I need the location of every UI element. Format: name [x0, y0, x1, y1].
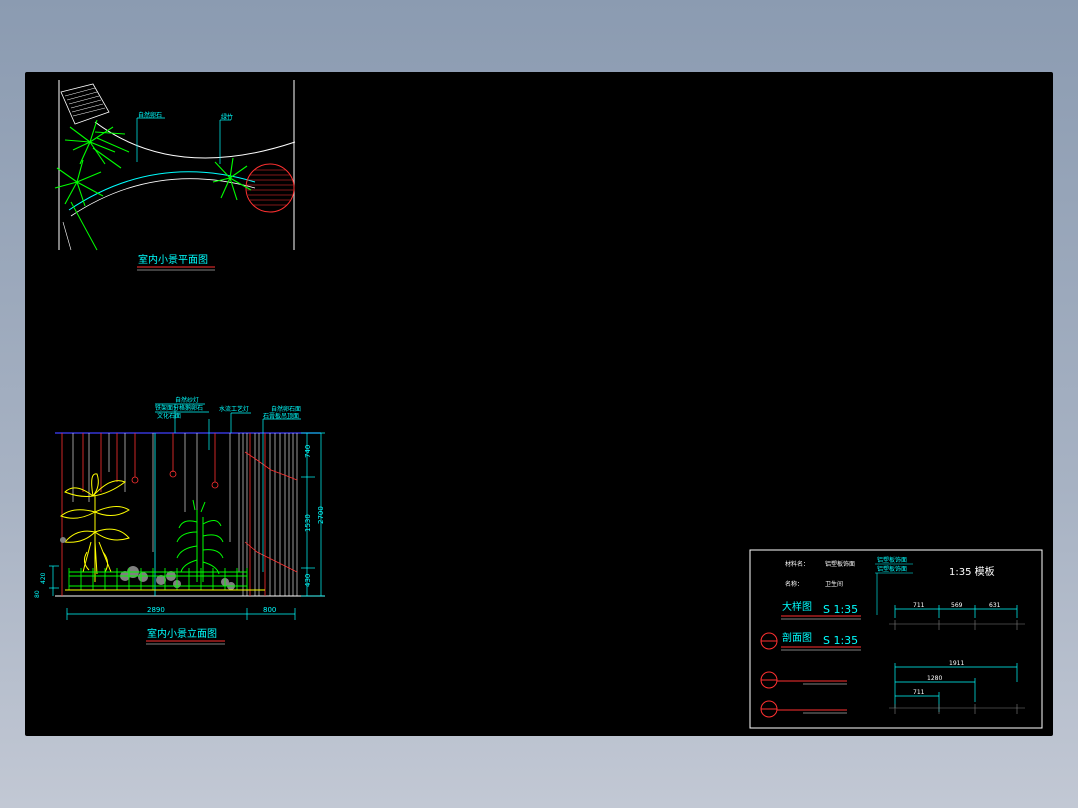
dim-740: 740: [304, 445, 312, 458]
template-block: 材料名： 铝塑板饰面 名称： 卫生间 铝塑板饰面 铝塑板饰面 1:35 模板 大…: [749, 549, 1043, 729]
plan-callout-1: 自然卵石: [138, 111, 162, 119]
elev-callout-1: 自然纱灯: [175, 396, 199, 404]
cad-drawing-canvas[interactable]: 自然卵石 绿竹 室内小景平面图: [25, 72, 1053, 736]
plan-title: 室内小景平面图: [138, 253, 208, 266]
dim-430: 430: [304, 574, 312, 587]
row-2-value: 卫生间: [825, 580, 843, 588]
plan-plant-1: [64, 119, 130, 169]
section-label: 剖面图: [782, 631, 812, 644]
elev-callout-6: 石膏板吊顶面: [263, 412, 299, 420]
scale-title: 1:35 模板: [949, 565, 995, 578]
cad-drawing: 自然卵石 绿竹 室内小景平面图: [34, 80, 1043, 729]
dim-1911: 1911: [949, 660, 964, 667]
dim-1280: 1280: [927, 675, 942, 682]
dim-711-low: 711: [913, 689, 925, 696]
plan-view: 自然卵石 绿竹 室内小景平面图: [54, 80, 296, 271]
note-1: 铝塑板饰面: [877, 556, 907, 564]
detail-scale: S 1:35: [823, 603, 858, 616]
elevation-plant-green: [176, 499, 224, 582]
plan-plant-2: [54, 159, 104, 207]
dim-2890: 2890: [147, 606, 165, 614]
section-scale: S 1:35: [823, 634, 858, 647]
dim-569: 569: [951, 602, 963, 609]
dim-800: 800: [263, 606, 276, 614]
elev-callout-5: 自然卵石面: [271, 405, 301, 413]
hatched-slab: [60, 83, 110, 125]
plan-callout-2: 绿竹: [221, 113, 233, 121]
dim-711-top: 711: [913, 602, 925, 609]
dim-631: 631: [989, 602, 1001, 609]
row-2-label: 名称：: [785, 580, 803, 588]
elevation-view: 自然纱灯 铁架面分格鹅卵石 文化石面 水流工艺灯 自然卵石面 石膏板吊顶面 74…: [34, 396, 325, 645]
row-1-value: 铝塑板饰面: [825, 560, 855, 568]
elev-callout-3: 文化石面: [157, 412, 181, 420]
row-1-label: 材料名：: [785, 560, 809, 568]
note-2: 铝塑板饰面: [877, 565, 907, 573]
elevation-title: 室内小景立面图: [147, 627, 217, 640]
elev-callout-2: 铁架面分格鹅卵石: [155, 404, 203, 412]
dim-1530: 1530: [304, 514, 312, 532]
elevation-plant-yellow: [60, 473, 130, 582]
dim-2700: 2700: [317, 506, 325, 524]
dim-420: 420: [40, 572, 47, 584]
elev-callout-4: 水流工艺灯: [219, 405, 249, 413]
hanging-lamps: [131, 433, 219, 489]
plan-plant-3: [212, 157, 252, 201]
planter-fence: [68, 568, 248, 590]
dim-80: 80: [34, 590, 41, 598]
hatched-circle: [245, 163, 295, 213]
detail-label: 大样图: [782, 600, 812, 613]
